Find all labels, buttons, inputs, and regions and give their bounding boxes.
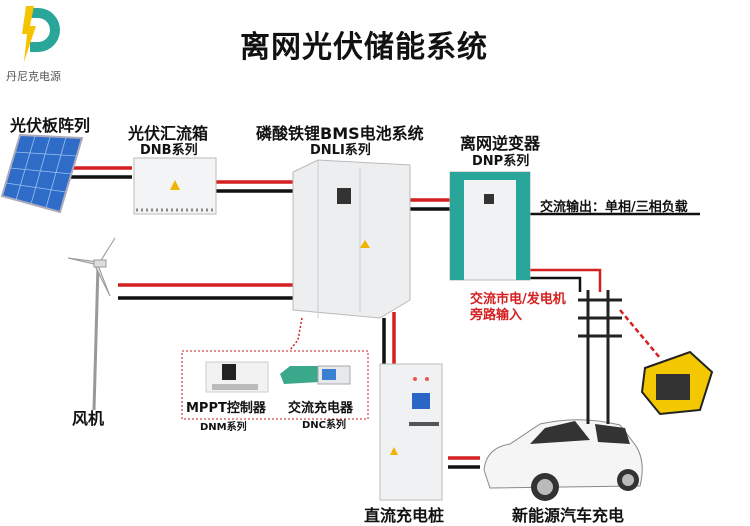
generator-icon <box>640 350 714 416</box>
battery-label: 磷酸铁锂BMS电池系统 <box>256 124 424 143</box>
mppt-series: DNM系列 <box>200 422 247 433</box>
brand-name: 丹尼克电源 <box>6 70 61 83</box>
battery-series: DNLI系列 <box>310 143 371 158</box>
logo-icon <box>22 6 60 62</box>
ac-charger-label: 交流充电器 <box>288 401 354 416</box>
page-title: 离网光伏储能系统 <box>240 30 488 65</box>
dc-charger-icon <box>379 363 443 501</box>
ac-charger-series: DNC系列 <box>302 420 347 431</box>
inverter-series: DNP系列 <box>472 154 530 169</box>
solar-panel-icon <box>0 133 84 214</box>
mppt-controller-icon <box>205 361 269 393</box>
wind-label: 风机 <box>72 409 105 428</box>
combiner-box-series: DNB系列 <box>140 143 198 158</box>
ac-output-label: 交流输出：单相/三相负载 <box>540 200 688 215</box>
battery-cabinet-icon <box>292 159 411 319</box>
electric-car-icon <box>483 419 643 501</box>
mppt-label: MPPT控制器 <box>186 401 266 416</box>
power-pole-icon <box>578 290 622 424</box>
ev-label: 新能源汽车充电 <box>512 506 625 525</box>
bypass-label-2: 旁路输入 <box>470 308 523 323</box>
bypass-label-1: 交流市电/发电机 <box>470 292 566 307</box>
combiner-box-icon <box>133 157 217 215</box>
inverter-icon <box>449 171 531 281</box>
wires <box>58 166 700 469</box>
optional-devices-box <box>181 350 369 420</box>
inverter-label: 离网逆变器 <box>460 134 541 153</box>
ac-charger-icon <box>280 365 351 385</box>
combiner-box-label: 光伏汇流箱 <box>128 124 209 143</box>
solar-array-label: 光伏板阵列 <box>10 116 91 135</box>
wind-turbine-icon <box>67 237 116 411</box>
dc-charger-label: 直流充电桩 <box>364 506 445 525</box>
